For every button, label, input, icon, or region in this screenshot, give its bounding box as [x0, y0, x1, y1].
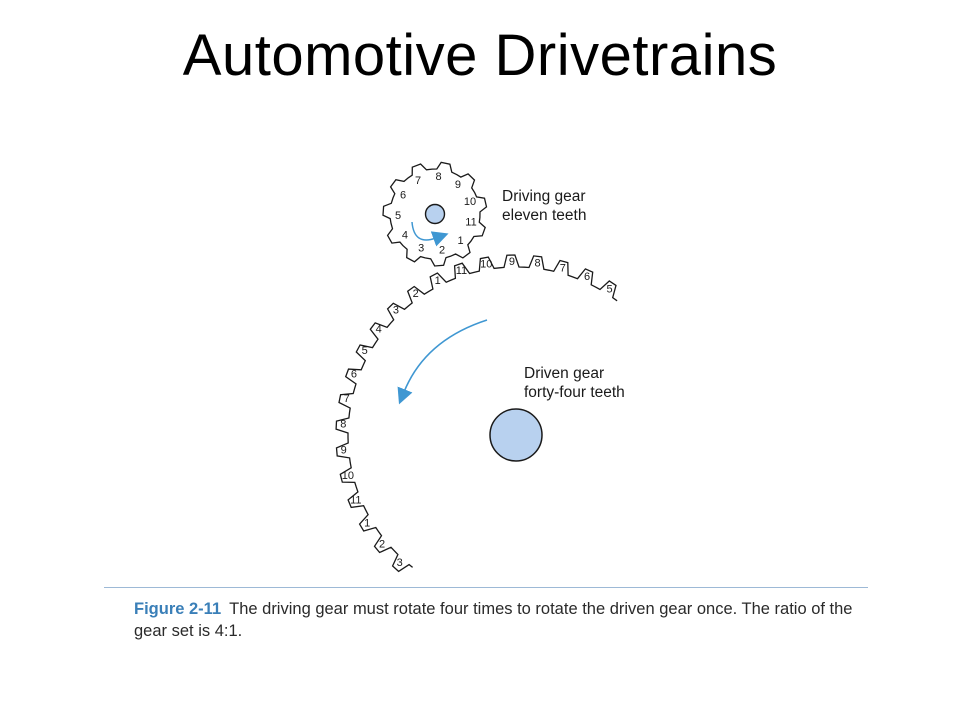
driven-gear-tooth-number: 1: [435, 275, 441, 287]
driven-gear-tooth-number: 10: [342, 470, 354, 482]
driving-gear-tooth-number: 6: [400, 190, 406, 202]
driving-gear-tooth-number: 11: [465, 217, 476, 229]
driving-gear-tooth-number: 10: [464, 196, 476, 208]
driven-gear-label-line1: Driven gear: [524, 365, 605, 382]
driving-gear-hub: [424, 203, 446, 225]
driving-gear-tooth-number: 1: [457, 235, 463, 247]
driven-gear-label-line2: forty-four teeth: [524, 384, 625, 401]
driving-gear-label-line2: eleven teeth: [502, 207, 587, 224]
driven-gear-tooth-number: 2: [379, 538, 385, 550]
caption-divider: [104, 587, 868, 588]
slide-title: Automotive Drivetrains: [182, 23, 778, 88]
driven-gear-tooth-number: 11: [456, 265, 467, 277]
driven-gear-tooth-number: 8: [340, 419, 346, 431]
driving-gear-outline: [382, 161, 488, 267]
driving-gear-tooth-number: 8: [435, 171, 441, 183]
driving-gear-tooth-number: 3: [418, 242, 424, 254]
figure-caption-text: The driving gear must rotate four times …: [134, 600, 853, 640]
driving-gear-tooth-number: 4: [402, 230, 408, 242]
driven-gear-tooth-number: 9: [509, 256, 515, 268]
driving-gear-label-line1: Driving gear: [502, 188, 586, 205]
driven-gear-tooth-number: 5: [607, 284, 613, 296]
driven-gear-tooth-number: 5: [362, 345, 368, 357]
driving-gear-tooth-number: 2: [439, 244, 445, 256]
driven-gear-label: Driven gear forty-four teeth: [524, 364, 625, 402]
driven-gear-hub: [489, 408, 543, 462]
driven-gear-tooth-number: 7: [344, 393, 350, 405]
driven-gear-rotation-arrow: [397, 319, 488, 405]
driven-gear-tooth-number: 1: [364, 517, 370, 529]
figure-label: Figure 2-11: [134, 600, 222, 618]
driving-gear-tooth-number: 5: [395, 210, 401, 222]
driven-gear-tooth-number: 4: [376, 324, 382, 336]
driven-gear-outline: [335, 254, 618, 573]
driving-gear-label: Driving gear eleven teeth: [502, 187, 586, 225]
driven-gear-tooth-number: 6: [351, 369, 357, 381]
driven-gear-tooth-number: 6: [584, 271, 590, 283]
driven-gear-tooth-number: 3: [397, 557, 403, 569]
driving-gear-tooth-number: 9: [455, 179, 461, 191]
driven-gear-tooth-number: 2: [413, 288, 419, 300]
driving-gear-rotation-arrow: [411, 221, 449, 247]
driven-gear-tooth-number: 9: [341, 444, 347, 456]
driven-gear-tooth-number: 7: [560, 262, 566, 274]
driving-gear-tooth-number: 7: [415, 175, 421, 187]
driven-gear-tooth-number: 3: [393, 305, 399, 317]
driven-gear-tooth-number: 8: [535, 257, 541, 269]
driven-gear-tooth-number: 11: [350, 494, 361, 506]
driven-gear-tooth-number: 10: [480, 259, 492, 271]
